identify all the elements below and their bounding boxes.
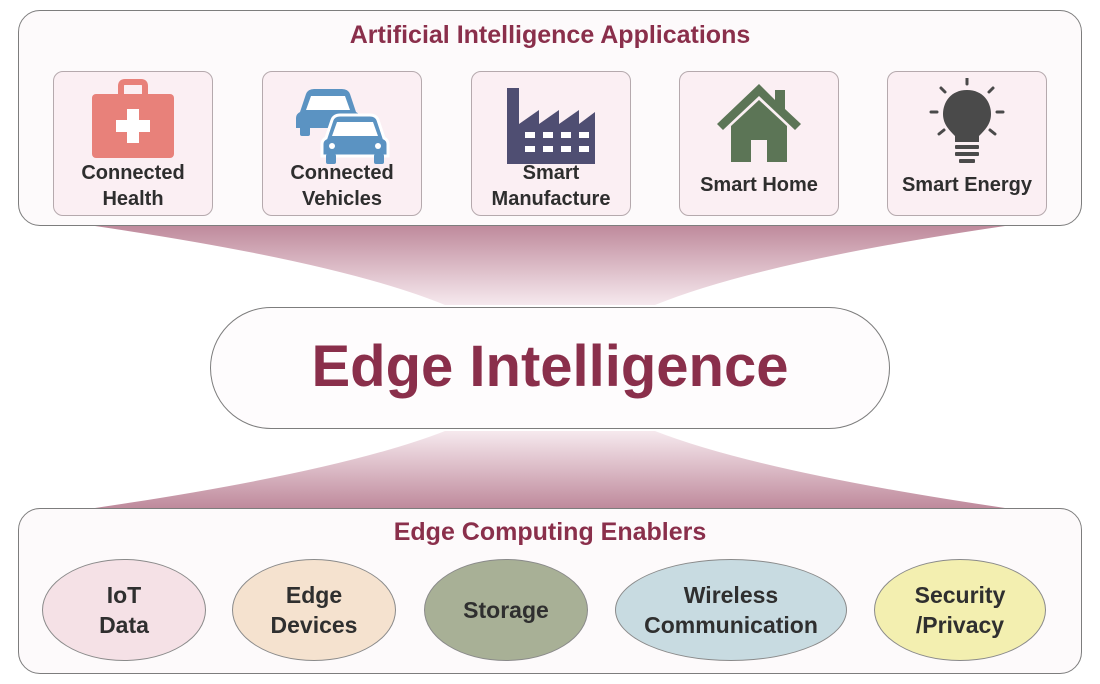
enabler-label: Wireless Communication [644,582,818,638]
light-bulb-icon [888,78,1046,168]
enabler-wireless-communication: Wireless Communication [615,559,847,661]
app-card-smart-home: Smart Home [679,71,839,216]
app-card-connected-vehicles: Connected Vehicles [262,71,422,216]
app-label: Smart Energy [901,174,1033,196]
enabler-label: Storage [463,597,549,623]
app-label: Connected Health [81,162,185,210]
edge-intelligence-core: Edge Intelligence [210,307,890,429]
cars-icon [263,78,421,168]
enabler-label: IoT Data [99,582,149,638]
enabler-label: Edge Devices [270,582,358,638]
enablers-title: Edge Computing Enablers [393,518,707,546]
core-title: Edge Intelligence [311,334,789,399]
enabler-iot-data: IoT Data [42,559,206,661]
enablers-panel: Edge Computing Enablers IoT Data Edge De… [18,508,1082,674]
lower-funnel [95,431,1005,508]
factory-icon [472,78,630,168]
app-label: Smart Home [700,174,818,196]
enabler-label: Security /Privacy [914,582,1006,638]
app-card-smart-manufacture: Smart Manufacture [471,71,631,216]
app-label: Smart Manufacture [491,162,611,210]
first-aid-kit-icon [54,78,212,168]
app-label: Connected Vehicles [290,162,394,210]
enabler-security-privacy: Security /Privacy [874,559,1046,661]
app-card-connected-health: Connected Health [53,71,213,216]
upper-funnel [95,226,1005,305]
applications-panel: Artificial Intelligence Applications Con… [18,10,1082,226]
enabler-edge-devices: Edge Devices [232,559,396,661]
applications-title: Artificial Intelligence Applications [349,21,751,49]
house-icon [680,78,838,168]
enabler-storage: Storage [424,559,588,661]
app-card-smart-energy: Smart Energy [887,71,1047,216]
